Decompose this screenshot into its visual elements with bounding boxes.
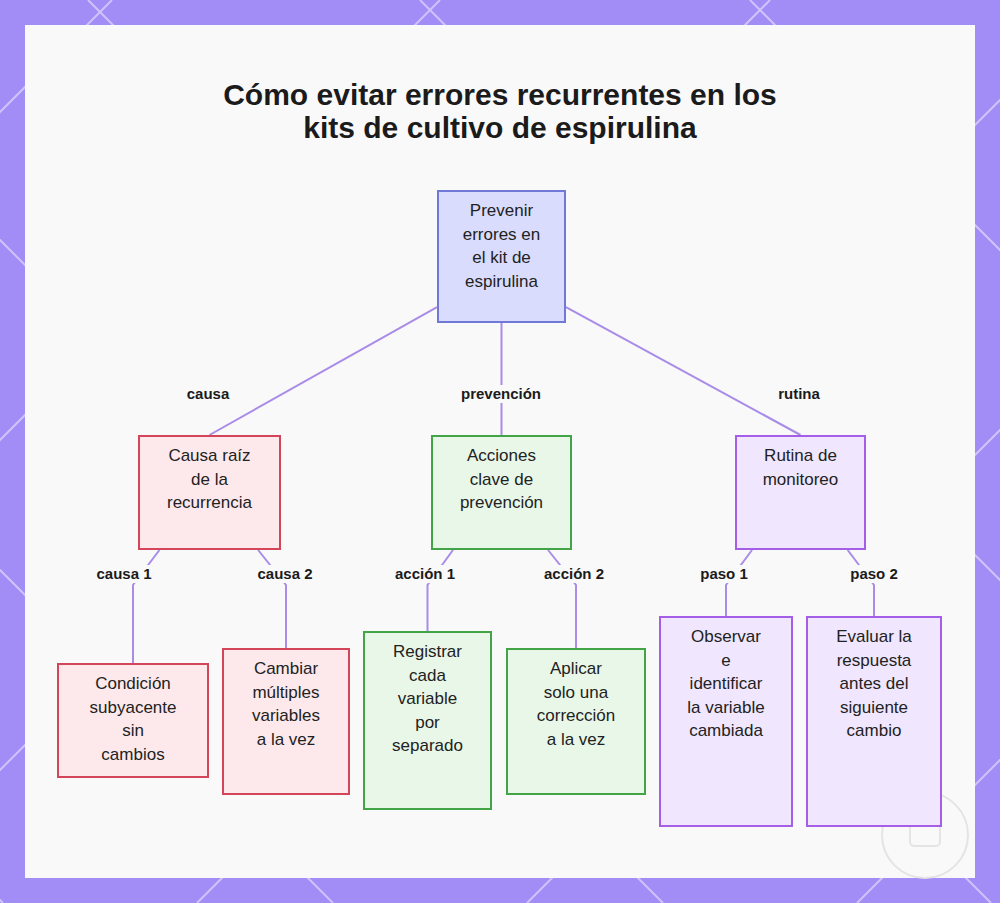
box-text: Aplicar solo una corrección a la vez: [535, 657, 617, 751]
edge-label: causa 2: [254, 565, 315, 583]
box-text: Evaluar la respuesta antes del siguiente…: [834, 625, 914, 743]
process-box: Prevenir errores en el kit de espirulina: [437, 190, 566, 323]
box-text: Registrar cada variable por separado: [391, 640, 465, 758]
connector-line: [566, 307, 801, 435]
process-box: Registrar cada variable por separado: [363, 631, 492, 810]
box-text: Condición subyacente sin cambios: [89, 672, 177, 766]
process-box: Aplicar solo una corrección a la vez: [506, 648, 646, 795]
edge-label: causa: [184, 385, 233, 403]
process-box: Condición subyacente sin cambios: [57, 663, 209, 778]
logo-icon: [910, 824, 940, 846]
process-box: Acciones clave de prevención: [431, 435, 572, 550]
connector-line: [428, 550, 453, 631]
edge-label: paso 1: [697, 565, 751, 583]
edge-label: prevención: [458, 385, 544, 403]
diagram-title: Cómo evitar errores recurrentes en los k…: [205, 78, 795, 144]
process-box: Cambiar múltiples variables a la vez: [222, 648, 350, 795]
connector-line: [726, 550, 752, 616]
box-text: Prevenir errores en el kit de espirulina: [459, 199, 544, 293]
process-box: Rutina de monitoreo: [735, 435, 866, 550]
inner-panel: [25, 25, 975, 878]
lattice-line: [0, 0, 3, 903]
edge-label: acción 2: [541, 565, 607, 583]
connector-line: [210, 307, 438, 435]
connector-line: [501, 323, 503, 435]
box-text: Cambiar múltiples variables a la vez: [249, 657, 323, 751]
process-box: Evaluar la respuesta antes del siguiente…: [806, 616, 942, 827]
process-box: Observar e identificar la variable cambi…: [659, 616, 793, 827]
edge-label: paso 2: [847, 565, 901, 583]
edge-label: causa 1: [93, 565, 154, 583]
process-box: Causa raíz de la recurrencia: [138, 435, 281, 550]
edge-label: rutina: [775, 385, 823, 403]
box-text: Causa raíz de la recurrencia: [162, 444, 257, 515]
box-text: Rutina de monitoreo: [753, 444, 848, 491]
box-text: Acciones clave de prevención: [454, 444, 549, 515]
connector-line: [848, 550, 874, 616]
box-text: Observar e identificar la variable cambi…: [686, 625, 766, 743]
edge-label: acción 1: [392, 565, 458, 583]
